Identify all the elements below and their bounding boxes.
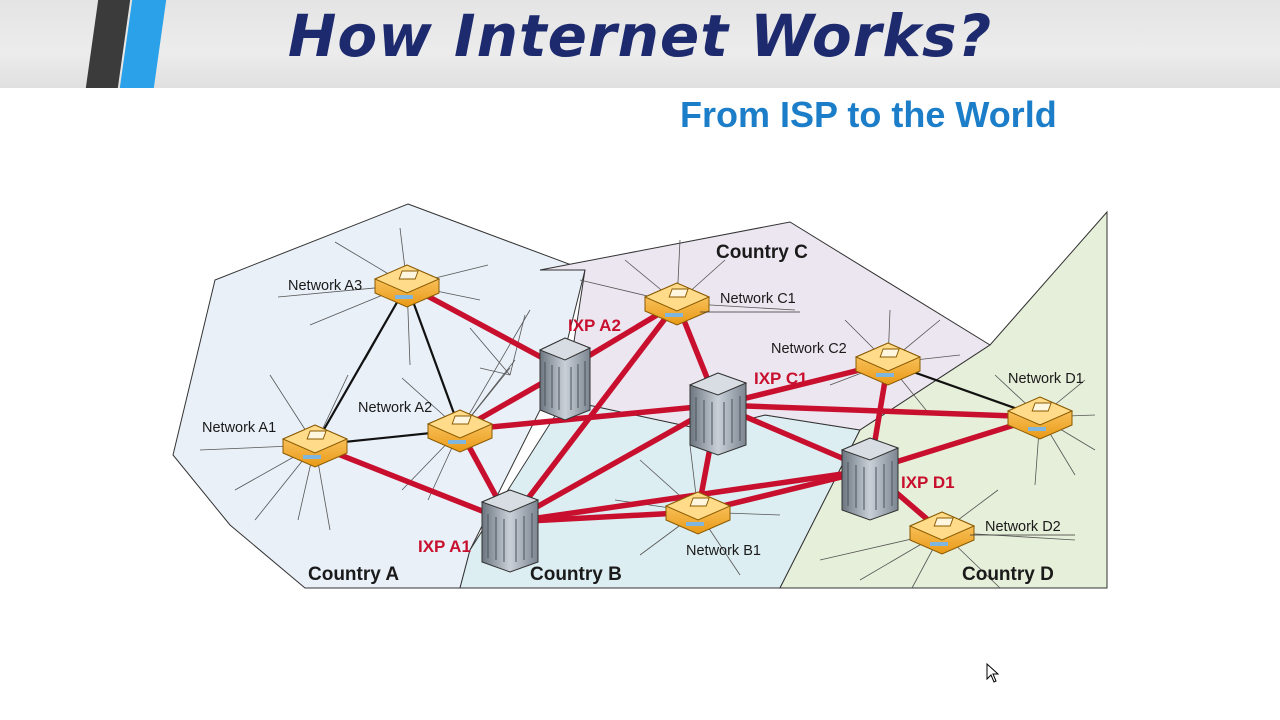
network-label-a3: Network A3 [288, 278, 362, 294]
slide-header [0, 0, 1280, 88]
country-label-d: Country D [962, 564, 1054, 585]
country-label-b: Country B [530, 564, 622, 585]
network-label-c2: Network C2 [771, 341, 847, 357]
ixp-building-a1 [480, 489, 540, 573]
mouse-cursor-icon [986, 663, 1000, 683]
ixp-building-c1 [688, 372, 748, 456]
ixp-links [312, 282, 1043, 535]
ixp-label-c1: IXP C1 [754, 369, 808, 388]
router-d2 [908, 511, 976, 555]
ixp-building-d1 [840, 437, 900, 521]
internet-diagram: Network A3 Network A1 Network A2 Network… [172, 203, 1108, 589]
slide-title: How Internet Works? [287, 2, 993, 70]
router-a1 [281, 424, 349, 468]
network-label-a1: Network A1 [202, 420, 276, 436]
ixp-label-d1: IXP D1 [901, 473, 955, 492]
country-a-region [172, 203, 586, 589]
ixp-building-a2 [538, 337, 592, 421]
router-c2 [854, 342, 922, 386]
router-b1 [664, 491, 732, 535]
network-label-c1: Network C1 [720, 291, 796, 307]
label-underlines [700, 311, 1075, 536]
country-label-a: Country A [308, 564, 399, 585]
network-label-b1: Network B1 [686, 543, 761, 559]
ixp-label-a1: IXP A1 [418, 537, 471, 556]
router-d1 [1006, 396, 1074, 440]
network-label-a2: Network A2 [358, 400, 432, 416]
router-a3 [373, 264, 441, 308]
router-c1 [643, 282, 711, 326]
network-label-d2: Network D2 [985, 519, 1061, 535]
router-a2 [426, 409, 494, 453]
slide-subtitle: From ISP to the World [680, 94, 1057, 135]
ixp-label-a2: IXP A2 [568, 316, 621, 335]
network-label-d1: Network D1 [1008, 371, 1084, 387]
country-label-c: Country C [716, 242, 808, 263]
